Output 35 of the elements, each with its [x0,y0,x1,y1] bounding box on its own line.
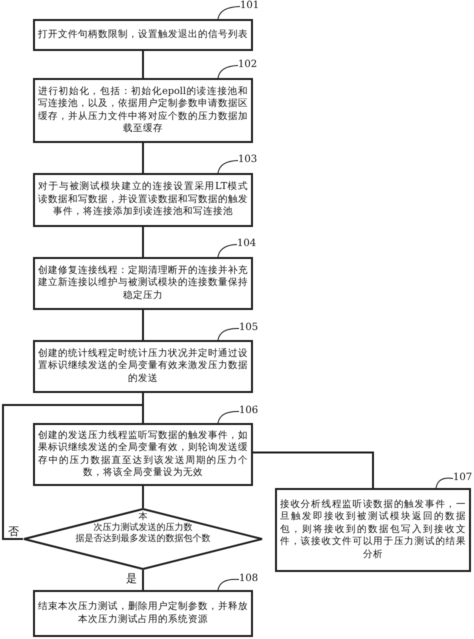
process-box: 打开文件句柄数限制，设置触发退出的信号列表 [33,19,253,51]
step-number: 107 [453,472,472,483]
leader-line [436,478,454,488]
step-number: 106 [239,405,258,416]
process-box: 接收分析线程监听读数据的触发事件，一旦触发即接收到被测试模块返回的数据包，则将接收到的数据包写入到接收文件，该接收文件可以用于压力测试的结果分析 [275,488,471,572]
leader-line [218,328,240,340]
edge-label: 否 [8,526,19,538]
connector-line [142,143,144,173]
step-number: 108 [239,573,258,584]
process-box: 对于与被测试模块建立的连接设置采用LT模式读数据和写数据，并设置读数据和写数据的触发事件，将连接添加到读连接池和写连接池 [33,173,253,227]
connector-line [142,570,144,590]
leader-line [218,160,238,174]
process-box: 创建的统计线程定时统计压力状况并定时通过设置标识继续发送的全局变量有效来激发压力数据的发送 [33,340,253,393]
leader-line [218,6,240,20]
connector-line [2,404,144,540]
step-number: 101 [240,0,260,11]
connector-line [142,51,144,78]
connector-line [142,486,144,508]
step-number: 105 [239,322,258,333]
leader-line [218,65,238,78]
leader-line [218,411,240,424]
process-box: 创建修复连接线程：定期清理断开的连接并补充建立新连接以维护与被测试模块的连接数量保持稳定压力 [33,257,253,310]
leader-line [218,244,238,258]
connector-line [142,227,144,257]
connector-line [142,310,144,340]
leader-line [218,578,240,590]
process-box: 创建的发送压力线程监听写数据的触发事件，如果标识继续发送的全局变量有效，则轮询发送缓存中的压力数据直至达到该发送周期的压力个数，将该全局变量设为无效 [33,423,253,486]
connector-line [253,452,374,488]
decision-diamond: 本次压力测试发送的压力数据是否达到最多发送的数据包个数 [23,508,263,570]
step-number: 102 [238,59,258,70]
process-box: 结束本次压力测试，删除用户定制参数，并释放本次压力测试占用的系统资源 [33,590,253,637]
process-box: 进行初始化，包括：初始化epoll的读连接池和写连接池，以及，依据用户定制参数申请数据区缓存，并从压力文件中将对应个数的压力数据加载至缓存 [33,78,253,143]
step-number: 104 [237,238,256,249]
edge-label: 是 [126,573,137,585]
step-number: 103 [238,154,258,165]
